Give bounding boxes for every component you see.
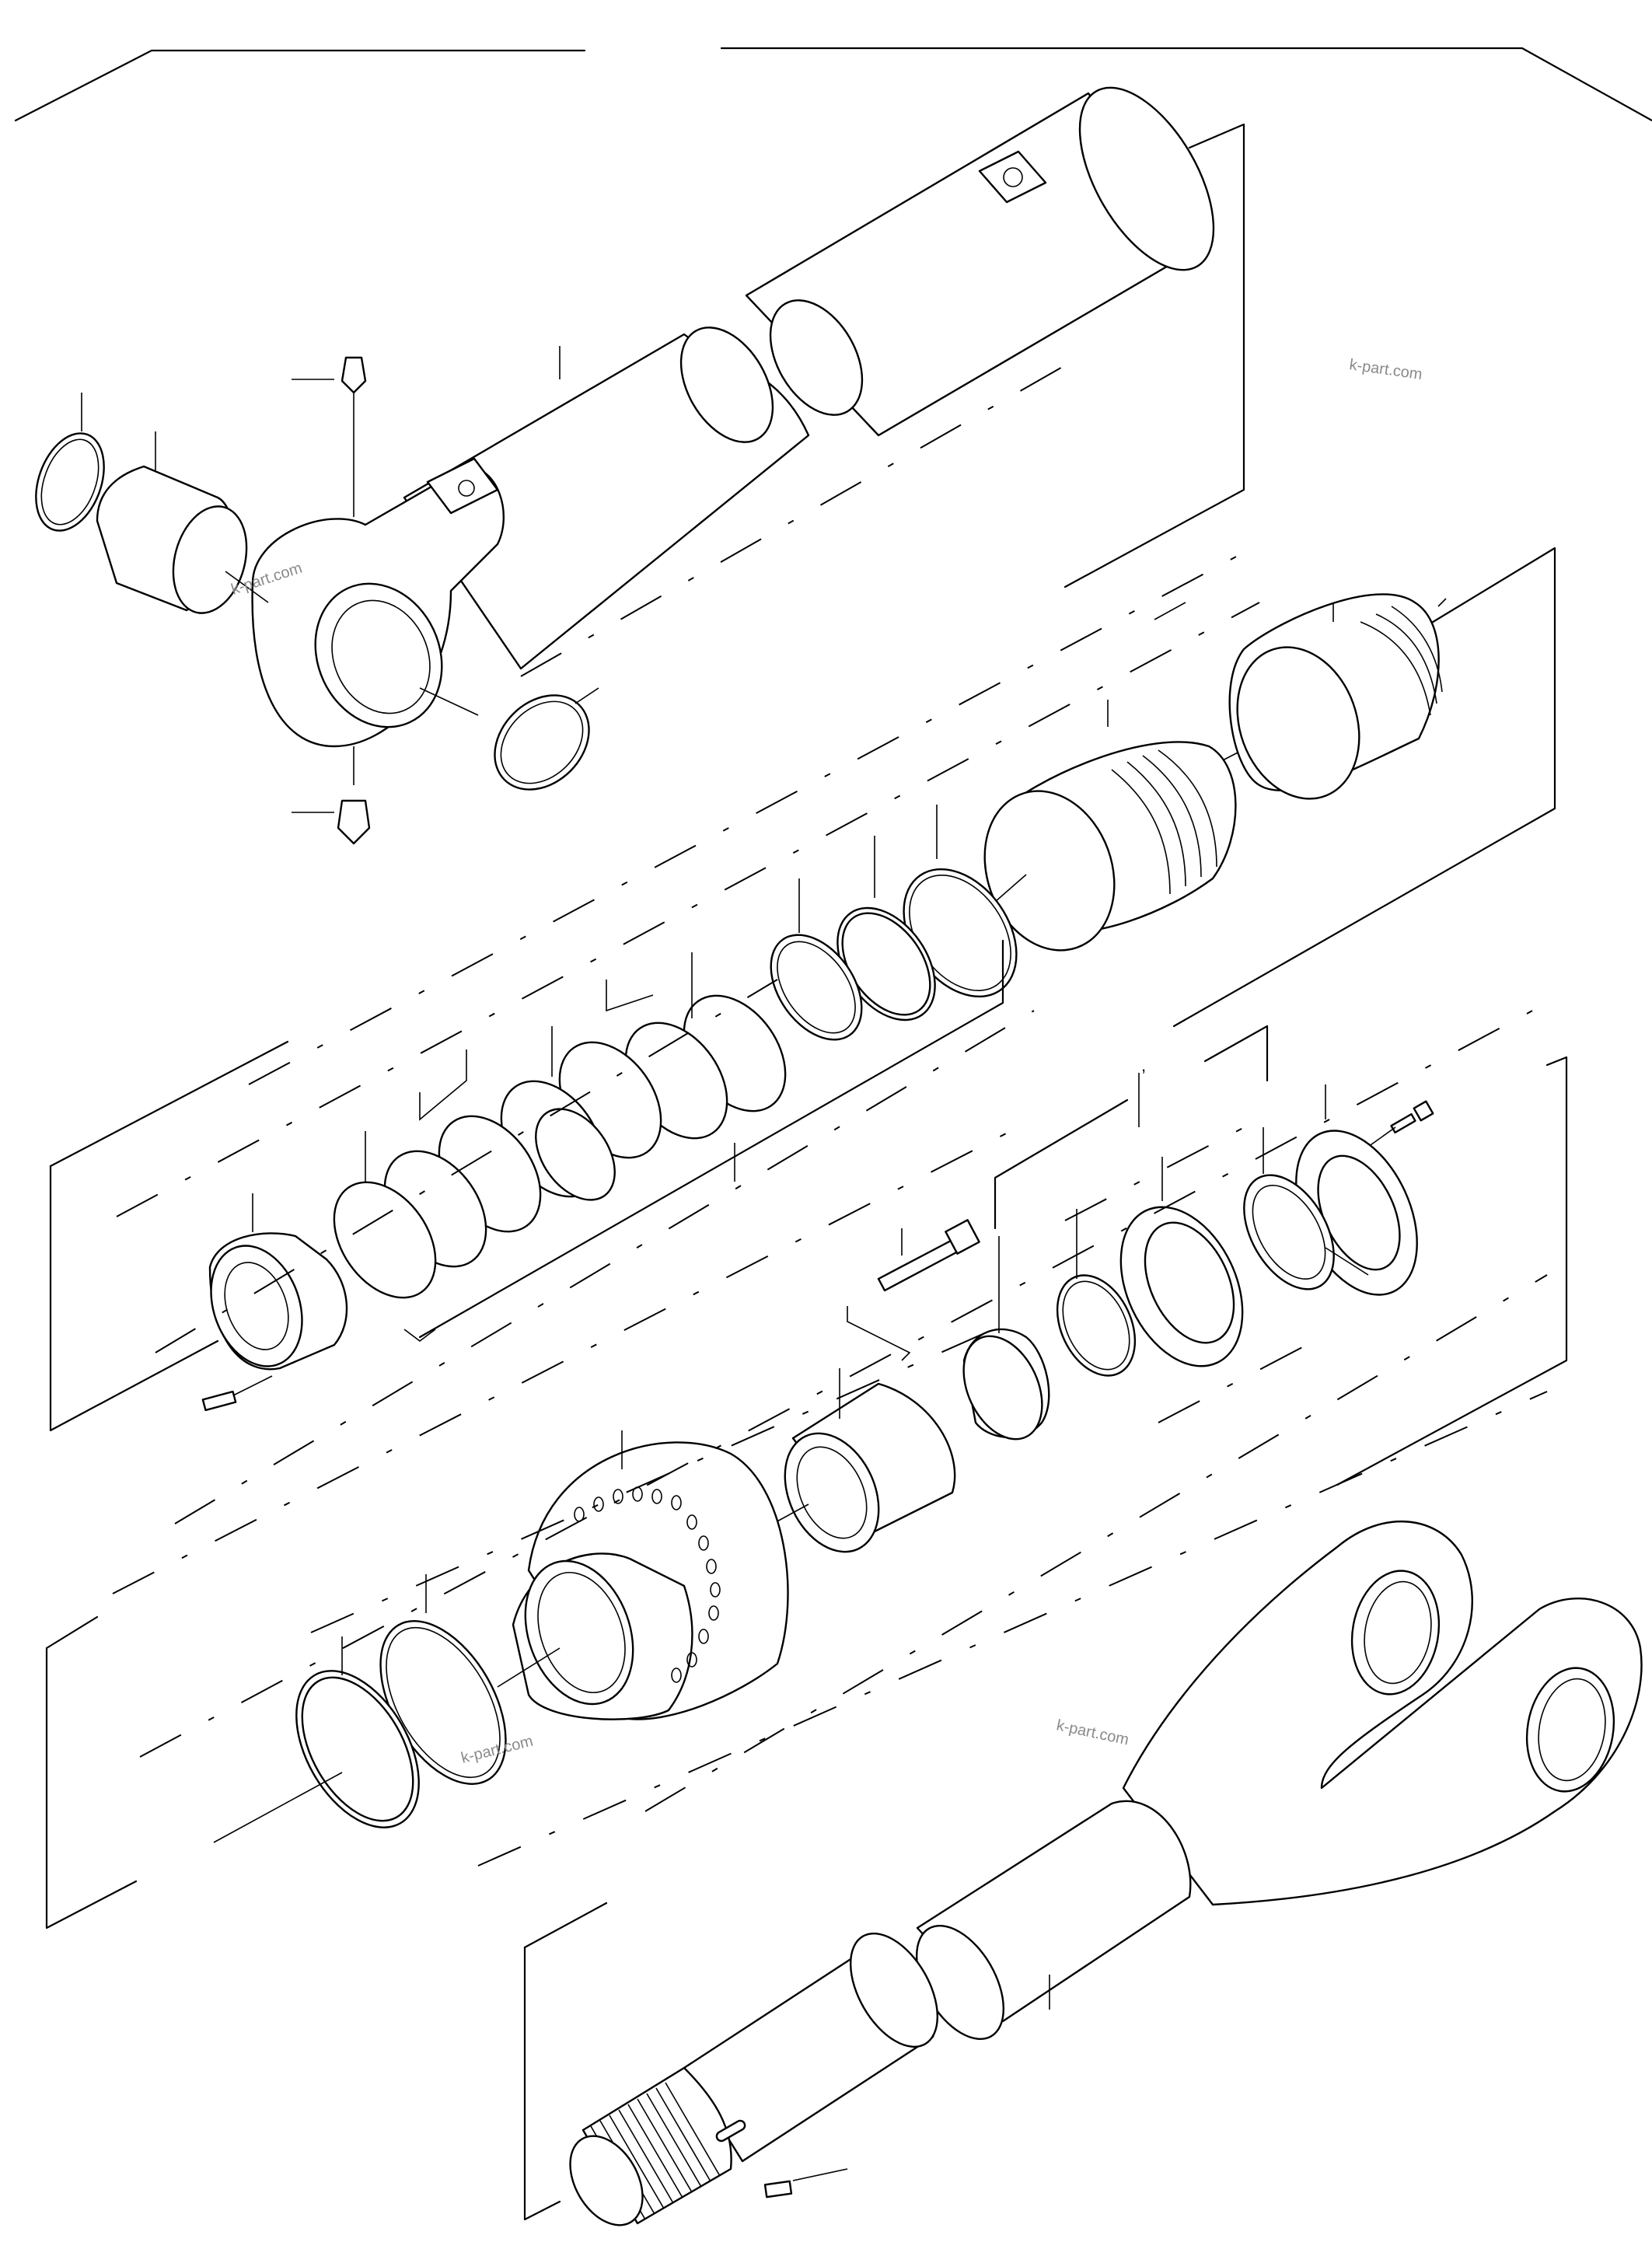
piston-group [49,547,1556,1432]
head-o-ring [1056,1209,1137,1377]
bushing-left [96,431,269,614]
o-ring [836,836,936,1021]
tube-end [1078,86,1215,271]
piston-seal-assembly [983,700,1237,952]
rod-clevis [1122,1520,1643,1906]
head-bolt [847,1219,980,1361]
key [763,2168,848,2198]
stray-mark: , [1141,1056,1146,1075]
tube-break-lower [679,327,774,443]
small-bolt [1367,1100,1434,1147]
eye-port-plate [426,457,499,515]
rod-keyway [715,2119,746,2143]
backup-ring [770,878,863,1041]
cylinder-tube-group [35,86,1245,845]
grease-nipple-bottom [292,746,371,845]
rod-seal-ring-b [1243,1127,1369,1290]
tube-port-plate [978,150,1047,204]
piston [1228,593,1447,800]
dust-seal-right [494,687,599,791]
slide-rings [333,952,787,1299]
assembly-lines [112,365,1548,1867]
tube-break-upper [769,299,864,416]
head-seal [962,1236,1050,1441]
head-bolt-holes [574,1486,721,1683]
rod-seal-ring-a [1119,1157,1244,1367]
head-seal-rings [213,1574,507,1843]
cylinder-head [497,1430,789,1720]
grease-nipple-top [292,356,367,517]
cylinder-head-group [45,1025,1568,1929]
frame-lines [14,47,1652,122]
set-screw [201,1375,273,1412]
piston-rod-group [523,1520,1643,2226]
nut [208,1193,348,1371]
head-bushing [765,1368,956,1553]
rod-threads [590,2082,721,2220]
slide-ring-inner [535,1108,616,1201]
watermark-3: k-part.com [1055,1716,1130,1748]
watermark-1: k-part.com [1348,356,1423,383]
dust-seal-left [35,393,105,532]
